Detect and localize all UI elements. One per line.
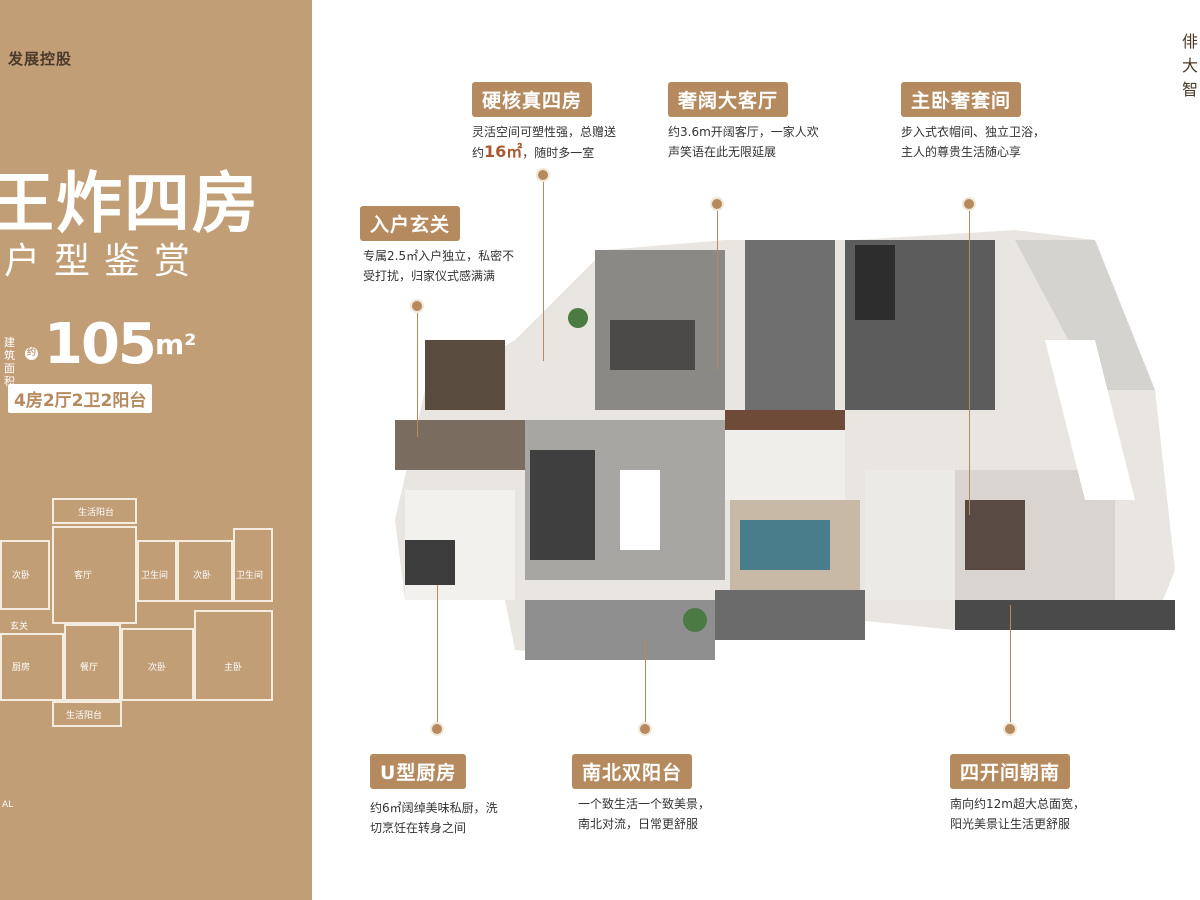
master-wardrobe bbox=[1045, 340, 1135, 500]
stove bbox=[405, 540, 455, 585]
connector-line bbox=[645, 640, 646, 730]
callout-desc: 南北对流，日常更舒服 bbox=[578, 817, 699, 831]
fp-room bbox=[233, 528, 273, 602]
fp-label: 主卧 bbox=[224, 663, 243, 673]
fp-label: 生活阳台 bbox=[66, 711, 103, 721]
fp-label: 客厅 bbox=[74, 571, 93, 581]
edge-text: 俳大智 bbox=[1182, 32, 1199, 99]
fp-label: 餐厅 bbox=[80, 663, 99, 673]
dining-table bbox=[620, 470, 660, 550]
fp-label: 生活阳台 bbox=[78, 508, 115, 518]
fp-label: 次卧 bbox=[148, 663, 167, 673]
area-prefix-badge: 约 bbox=[25, 347, 38, 360]
callout-desc: 声笑语在此无限延展 bbox=[668, 145, 777, 159]
connector-line bbox=[969, 205, 970, 515]
fp-room bbox=[0, 540, 50, 610]
callout-desc: 南向约12m超大总面宽， bbox=[950, 797, 1085, 811]
callout-desc: 切烹饪在转身之间 bbox=[370, 821, 467, 835]
connector-line bbox=[717, 205, 718, 370]
plant bbox=[683, 608, 707, 632]
connector-dot bbox=[962, 197, 976, 211]
wardrobe bbox=[725, 410, 845, 500]
fp-room bbox=[52, 526, 137, 624]
callout-title-master-suite: 主卧奢套间 bbox=[901, 82, 1022, 117]
area-label: 建筑面积 bbox=[4, 336, 15, 388]
connector-dot bbox=[710, 197, 724, 211]
fp-room bbox=[194, 610, 273, 701]
plant bbox=[568, 308, 588, 328]
fp-room bbox=[121, 628, 194, 701]
callout-desc: 约3.6m开阔客厅，一家人欢 bbox=[668, 125, 819, 139]
sofa bbox=[610, 320, 695, 370]
callout-title-four-rooms: 硬核真四房 bbox=[472, 82, 593, 117]
wardrobe-top bbox=[725, 410, 845, 430]
connector-line bbox=[437, 585, 438, 730]
callout-title-kitchen: U型厨房 bbox=[370, 754, 467, 789]
callout-title-living-room: 奢阔大客厅 bbox=[668, 82, 789, 117]
dining-cabinet bbox=[530, 450, 595, 560]
callout-desc: 约16㎡，随时多一室 bbox=[472, 142, 595, 161]
study-room bbox=[865, 470, 955, 600]
fp-label: 厨房 bbox=[12, 663, 31, 673]
south-balcony bbox=[955, 600, 1175, 630]
area-value: 105 bbox=[44, 312, 157, 377]
fp-room bbox=[177, 540, 233, 602]
callout-desc: 一个致生活一个致美景， bbox=[578, 797, 711, 811]
fp-room bbox=[52, 498, 137, 524]
entry-wall bbox=[425, 340, 505, 410]
company-name: 发展控股 bbox=[8, 50, 73, 68]
fp-room bbox=[137, 540, 177, 602]
callout-desc: 步入式衣帽间、独立卫浴， bbox=[901, 125, 1046, 139]
hero-title: 王炸四房 bbox=[0, 164, 260, 242]
callout-desc: 主人的尊贵生活随心享 bbox=[901, 145, 1022, 159]
callout-desc: 灵活空间可塑性强，总赠送 bbox=[472, 125, 617, 139]
info-panel: 发展控股 王炸四房 户型鉴赏 建筑面积 约 105 m² 4房2厅2卫2阳台 生… bbox=[0, 0, 312, 900]
floorplan-3d-render bbox=[395, 230, 1175, 660]
connector-line bbox=[1010, 605, 1011, 730]
connector-line bbox=[417, 307, 418, 437]
hero-subtitle: 户型鉴赏 bbox=[4, 241, 205, 282]
callout-title-entrance: 入户玄关 bbox=[360, 206, 461, 241]
bathroom bbox=[745, 240, 835, 410]
north-balcony bbox=[525, 600, 715, 660]
highlight-area: 16㎡ bbox=[484, 142, 523, 161]
layout-badge: 4房2厅2卫2阳台 bbox=[8, 384, 153, 413]
connector-dot bbox=[430, 722, 444, 736]
area-unit: m² bbox=[155, 328, 197, 361]
callout-title-south-facing: 四开间朝南 bbox=[950, 754, 1071, 789]
callout-desc: 专属2.5㎡入户独立，私密不 bbox=[363, 249, 515, 263]
balcony-railing bbox=[715, 590, 865, 640]
fp-room bbox=[64, 624, 121, 701]
bed bbox=[740, 520, 830, 570]
connector-dot bbox=[410, 299, 424, 313]
callout-title-balconies: 南北双阳台 bbox=[572, 754, 693, 789]
fp-label: 卫生间 bbox=[141, 571, 169, 581]
master-bath bbox=[1015, 240, 1155, 390]
connector-dot bbox=[536, 168, 550, 182]
master-bed bbox=[965, 500, 1025, 570]
fp-room bbox=[0, 633, 64, 701]
callout-desc: 约6㎡阔绰美味私厨，洗 bbox=[370, 801, 498, 815]
connector-line bbox=[543, 176, 544, 361]
connector-dot bbox=[638, 722, 652, 736]
floorplan-thumbnail: 生活阳台 次卧 客厅 卫生间 次卧 卫生间 玄关 厨房 餐厅 次卧 主卧 生活阳… bbox=[0, 488, 290, 733]
fp-label: 次卧 bbox=[12, 571, 31, 581]
callout-desc: 阳光美景让生活更舒服 bbox=[950, 817, 1071, 831]
fp-label: 次卧 bbox=[193, 571, 212, 581]
callout-desc: 受打扰，归家仪式感满满 bbox=[363, 269, 496, 283]
fp-label: 卫生间 bbox=[236, 571, 264, 581]
fp-room bbox=[52, 701, 122, 727]
footer-text: AL bbox=[2, 800, 14, 810]
closet-cabinet bbox=[855, 245, 895, 320]
connector-dot bbox=[1003, 722, 1017, 736]
fp-label: 玄关 bbox=[10, 622, 29, 632]
